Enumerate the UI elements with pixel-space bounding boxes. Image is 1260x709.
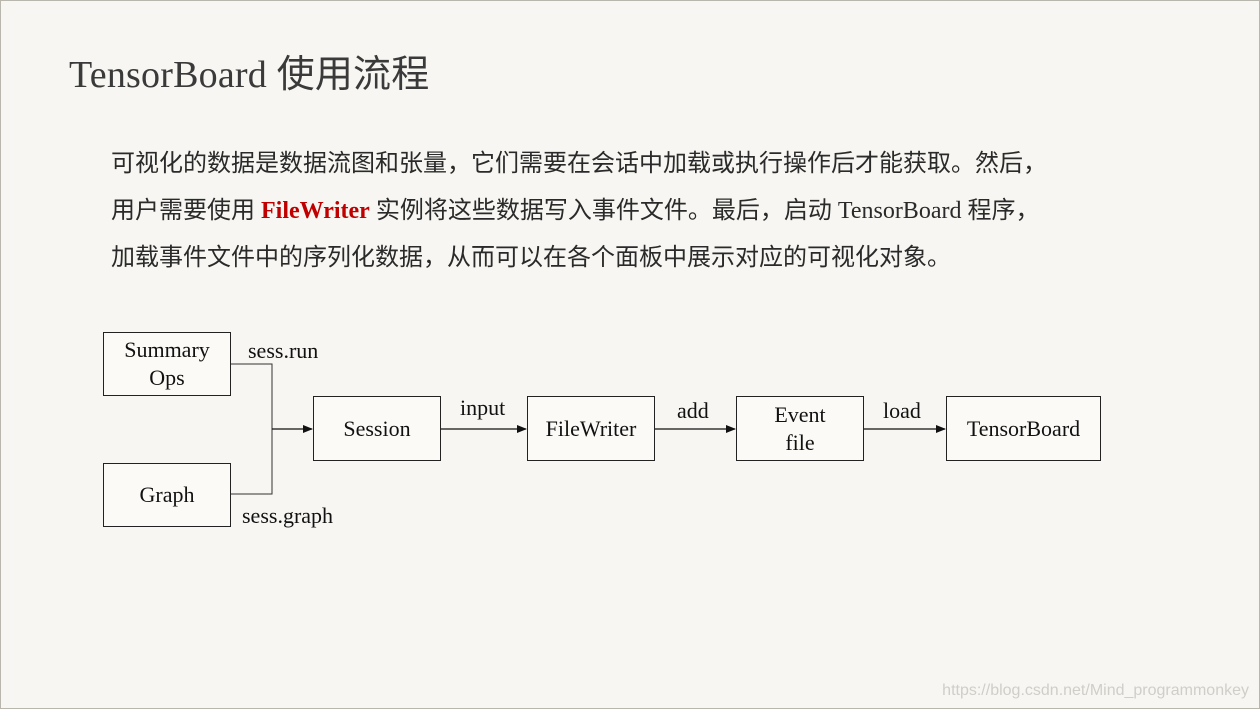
edge-label-load: load [883,398,921,423]
node-session: Session [313,396,441,461]
slide-title: TensorBoard 使用流程 [69,54,430,96]
node-event-file: Event file [736,396,864,461]
node-summary-ops: Summary Ops [103,332,231,396]
source-watermark: https://blog.csdn.net/Mind_programmonkey [942,682,1249,699]
node-graph: Graph [103,463,231,527]
node-event-file-line-1: Event [774,401,826,427]
edge-label-add: add [677,398,709,423]
node-graph-label: Graph [139,482,195,507]
paragraph-line-2-end: 实例将这些数据写入事件文件。最后，启动 TensorBoard 程序， [369,198,1040,224]
connector-graph [231,429,273,495]
node-tensorboard-label: TensorBoard [966,415,1081,441]
node-summary-ops-line-2: Ops [149,365,185,390]
edge-label-sess-run: sess.run [248,338,319,363]
description-paragraph: 可视化的数据是数据流图和张量，它们需要在会话中加载或执行操作后才能获取。然后， … [111,141,1171,282]
connector-summary-ops [231,363,273,429]
paragraph-line-2: 用户需要使用 FileWriter 实例将这些数据写入事件文件。最后，启动 Te… [111,188,1171,235]
node-event-file-line-2: file [785,429,815,455]
node-filewriter-label: FileWriter [545,415,637,441]
edge-label-sess-graph: sess.graph [242,503,334,528]
paragraph-line-2-start: 用户需要使用 [111,198,261,224]
filewriter-highlight: FileWriter [261,198,370,224]
node-filewriter: FileWriter [527,396,655,461]
node-session-label: Session [343,415,411,441]
node-summary-ops-line-1: Summary [124,337,210,362]
paragraph-line-1: 可视化的数据是数据流图和张量，它们需要在会话中加载或执行操作后才能获取。然后， [111,151,1047,177]
node-tensorboard: TensorBoard [946,396,1101,461]
edge-label-input: input [460,395,506,420]
paragraph-line-3: 加载事件文件中的序列化数据，从而可以在各个面板中展示对应的可视化对象。 [111,245,951,271]
